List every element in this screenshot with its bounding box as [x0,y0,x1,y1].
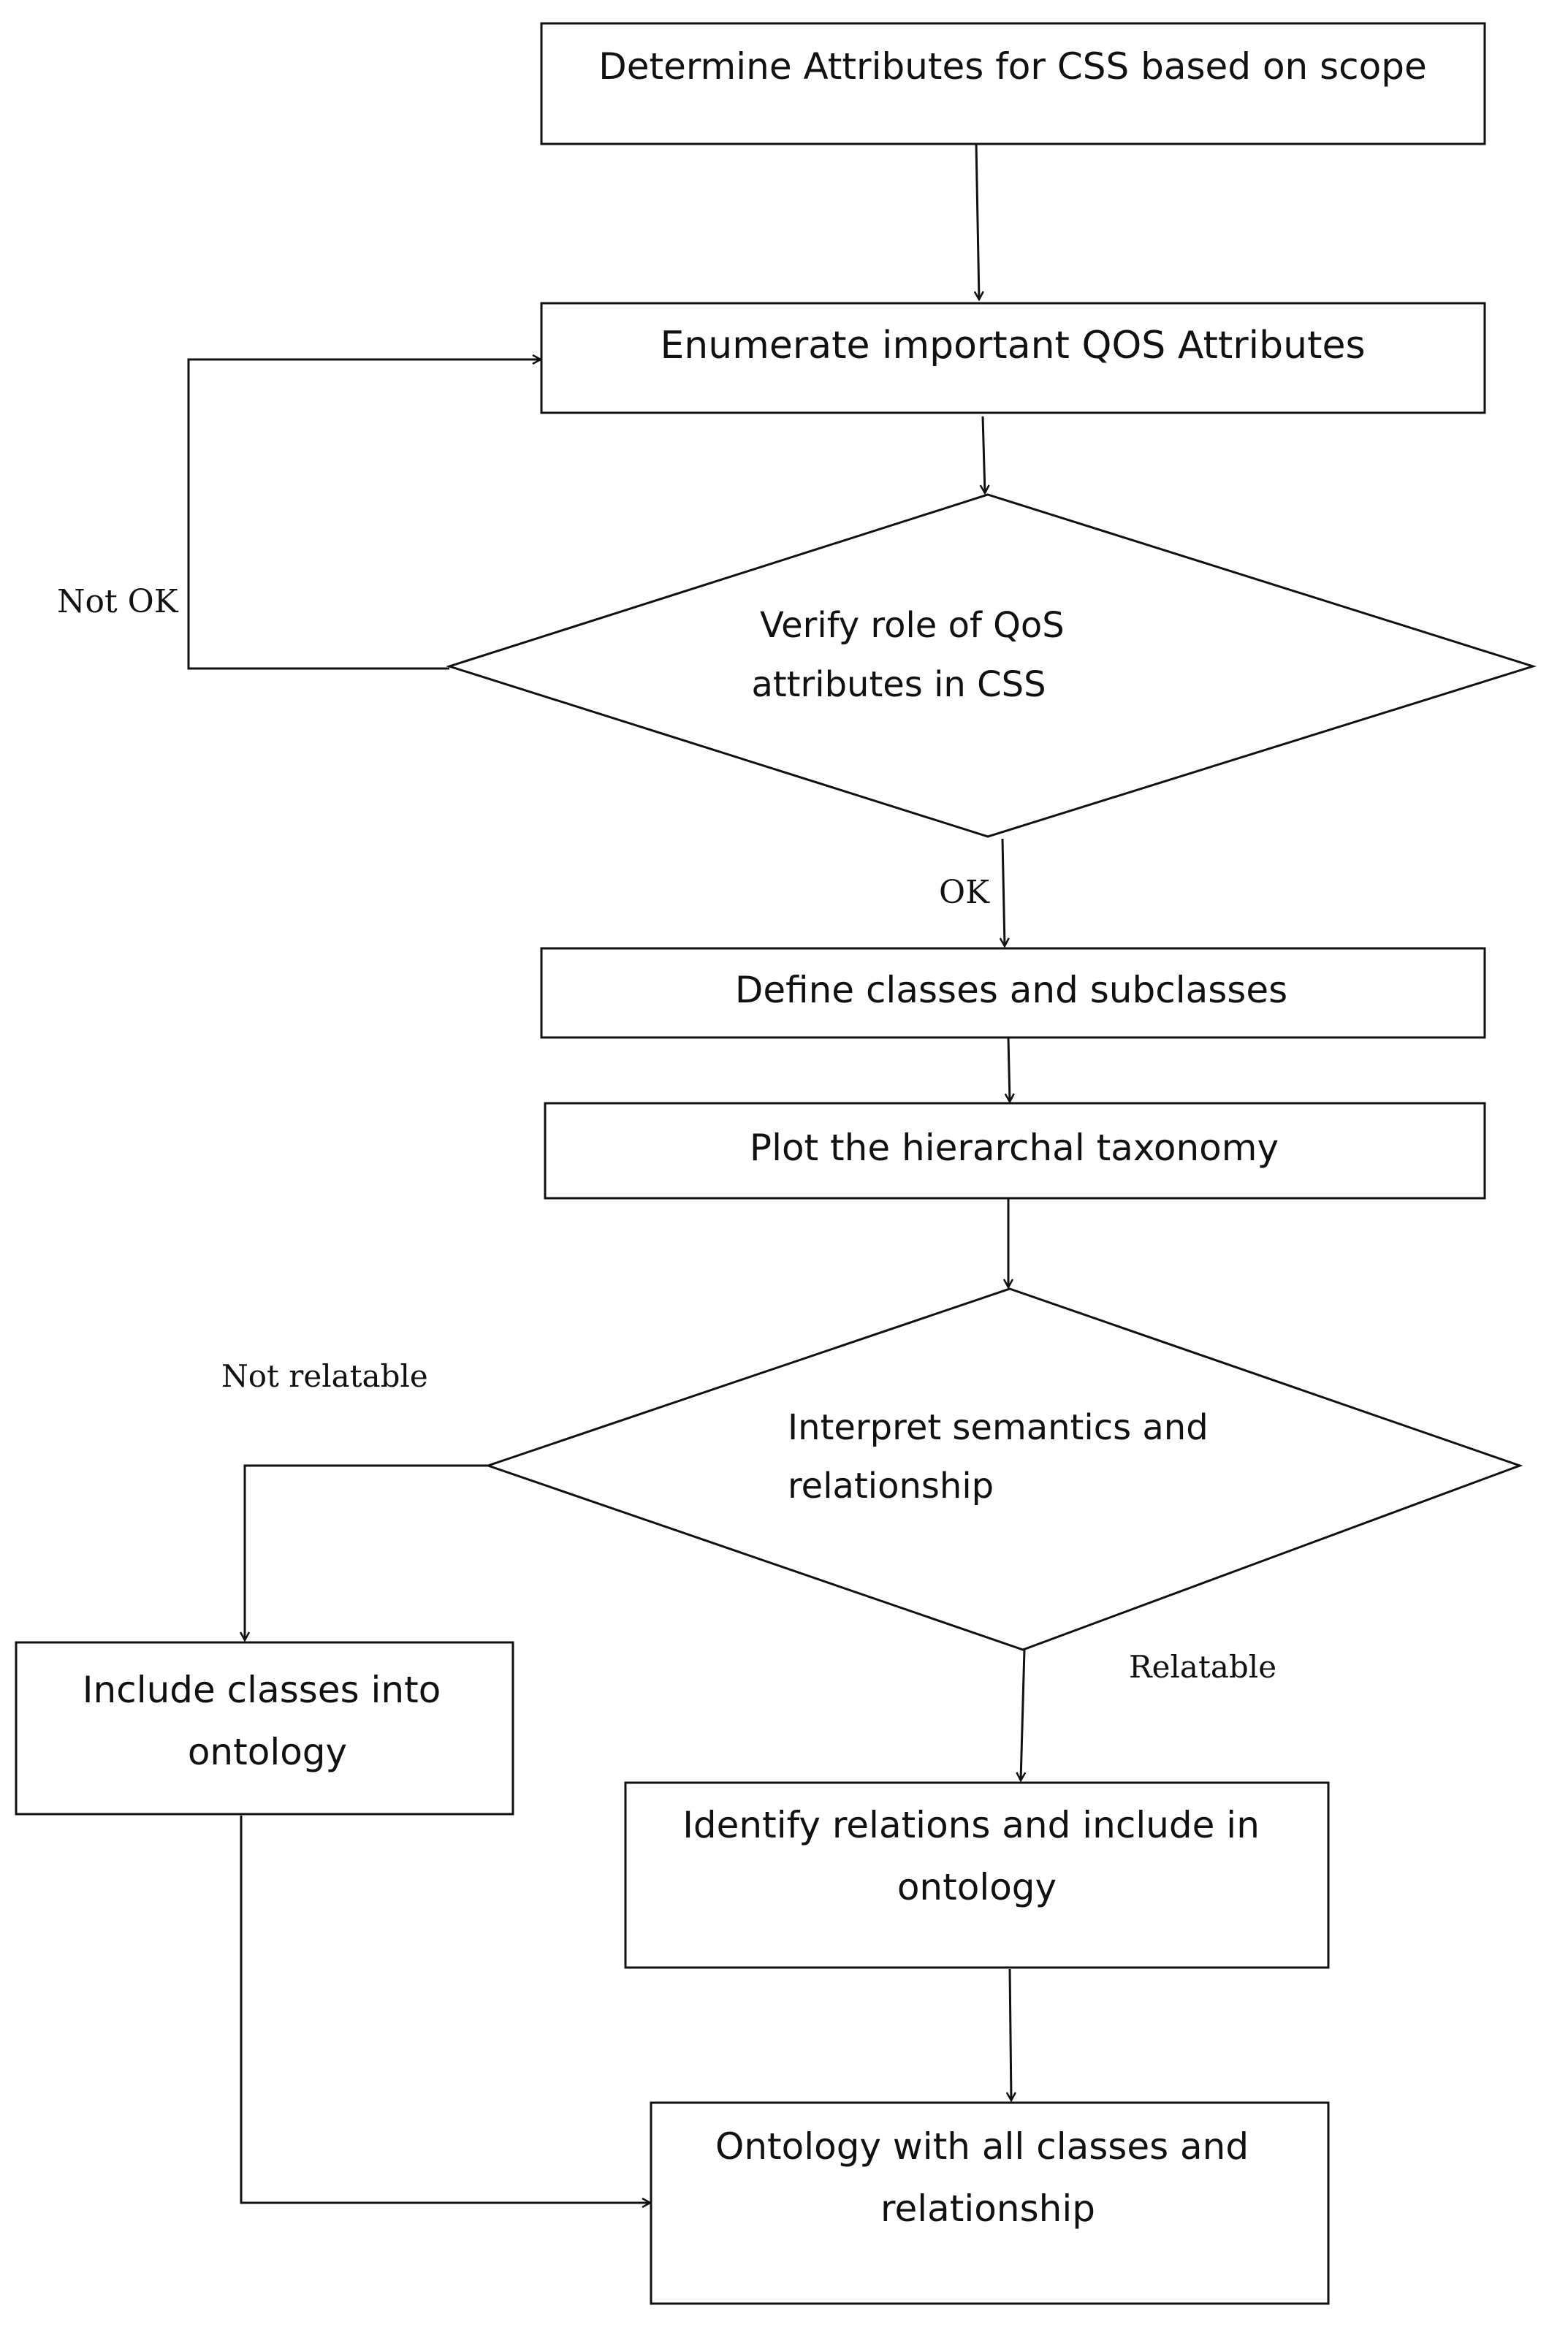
node-label: Identify relations and include in ontolo… [682,1804,1271,1908]
edge-include-to-ontology [240,1816,650,2203]
node-identify-relations: Identify relations and include in ontolo… [624,1781,1330,1969]
process-box [544,1102,1486,1200]
edge-determine-to-enumerate [976,142,979,300]
edge-interpret-not-relatable [245,1464,488,1640]
decision-diamond [484,1287,1523,1651]
process-box-outline [624,1781,1330,1969]
node-include-classes: Include classes into ontology [15,1641,514,1816]
edge-label-relatable: Relatable [1129,1649,1276,1685]
edge-label-not-relatable: Not relatable [221,1358,428,1394]
edge-label-ok: OK [939,874,990,911]
node-final-ontology: Ontology with all classes and relationsh… [650,2101,1330,2305]
process-box [540,302,1486,414]
node-label: Ontology with all classes and relationsh… [715,2125,1260,2230]
node-enumerate-qos: Enumerate important QOS Attributes [540,302,1486,414]
node-label: Verify role of QoS attributes in CSS [751,605,1076,705]
node-label: Determine Attributes for CSS based on sc… [598,45,1427,88]
node-plot-taxonomy: Plot the hierarchal taxonomy [544,1102,1486,1200]
edge-interpret-relatable [1021,1649,1024,1781]
node-label: Enumerate important QOS Attributes [660,324,1365,367]
edge-label-not-ok: Not OK [57,583,179,620]
edge-define-to-plot [1008,1037,1010,1102]
edges [187,142,1024,2203]
edge-identify-to-ontology [1010,1968,1011,2101]
edge-verify-ok-to-define [1002,838,1005,946]
edge-verify-not-ok-loop [187,359,541,670]
node-label: Include classes into ontology [83,1669,452,1773]
node-label: Interpret semantics and relationship [788,1407,1219,1507]
process-box [15,1641,514,1816]
node-interpret-semantics: Interpret semantics and relationship [484,1287,1523,1651]
node-define-classes: Define classes and subclasses [540,947,1486,1039]
node-label: Plot the hierarchal taxonomy [750,1127,1279,1169]
edge-enumerate-to-verify [983,416,985,493]
process-box [540,947,1486,1039]
node-determine-attributes: Determine Attributes for CSS based on sc… [540,22,1486,145]
edge-labels: Not OK OK Not relatable Relatable [57,583,1276,1685]
process-box [650,2101,1330,2305]
process-box [540,22,1486,145]
node-label: Define classes and subclasses [735,969,1287,1011]
decision-diamond [446,493,1537,838]
node-verify-role: Verify role of QoS attributes in CSS [446,493,1537,838]
